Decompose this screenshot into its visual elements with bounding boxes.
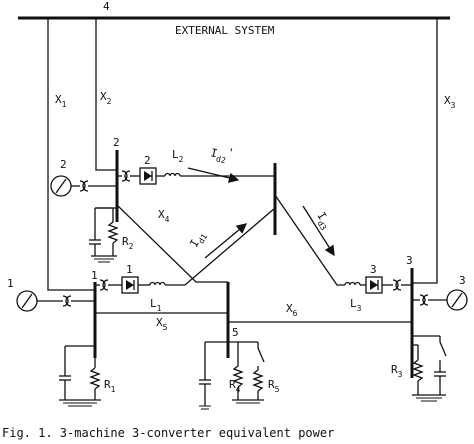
figure-caption: Fig. 1. 3-machine 3-converter equivalent… — [2, 426, 335, 440]
resistor-r2-icon — [107, 221, 119, 244]
impedance-x3-label: X3 — [444, 94, 456, 110]
resistor-r2-label: R2 — [122, 235, 134, 251]
transformer-g2-icon — [79, 180, 89, 192]
line-x3 — [412, 18, 438, 284]
bus-5-label: 5 — [232, 326, 239, 339]
generator-2-label: 2 — [60, 158, 67, 171]
resistor-r3-label: R3 — [391, 363, 403, 379]
resistor-r3-icon — [412, 359, 424, 382]
impedance-x5-label: X5 — [156, 316, 168, 332]
inductor-l3-icon — [344, 281, 361, 286]
inductor-l2-label: L2 — [172, 148, 184, 164]
current-id3-arrow — [302, 205, 335, 257]
inductor-l1-label: L1 — [150, 297, 162, 313]
inductor-l2-icon — [164, 172, 181, 177]
resistor-r1-label: R1 — [104, 378, 116, 394]
generator-3-label: 3 — [459, 274, 466, 287]
resistor-r5-icon — [252, 369, 264, 392]
current-id1-label: Id1 — [187, 229, 209, 251]
bus-4-label: 4 — [103, 0, 110, 13]
impedance-x6-label: X6 — [286, 302, 298, 318]
transformer-g1-icon — [62, 295, 72, 307]
line-dc-3 — [274, 194, 345, 286]
line-x1 — [47, 18, 95, 291]
line-x4 — [116, 204, 228, 283]
line-dc-1 — [165, 207, 276, 286]
resistor-r1-icon — [89, 367, 101, 390]
bus-2-label: 2 — [113, 136, 120, 149]
current-id1-arrow — [204, 223, 248, 259]
bus-1-label: 1 — [91, 269, 98, 282]
current-id2-arrow — [187, 167, 240, 183]
transformer-c1-icon — [99, 279, 109, 291]
current-id2-label: Id2' — [209, 142, 236, 166]
impedance-x1-label: X1 — [55, 93, 67, 109]
line-x2 — [95, 18, 117, 171]
transformer-c3-icon — [392, 279, 402, 291]
generator-1-label: 1 — [7, 277, 14, 290]
impedance-x4-label: X4 — [158, 208, 170, 224]
converter-1-label: 1 — [126, 263, 133, 276]
converter-3-label: 3 — [370, 263, 377, 276]
transformer-g3-icon — [419, 294, 429, 306]
generator-3-icon — [446, 289, 468, 311]
resistor-r5-label: R5 — [268, 378, 280, 394]
resistor-r4-icon — [232, 365, 244, 388]
impedance-x2-label: X2 — [100, 90, 112, 106]
bus-3-label: 3 — [406, 254, 413, 267]
converter-2-label: 2 — [144, 154, 151, 167]
transformer-c2-icon — [121, 170, 131, 182]
external-system-title: EXTERNAL SYSTEM — [175, 24, 275, 37]
resistor-r4-label: R4 — [229, 378, 241, 394]
current-id3-label: Id3 — [312, 210, 334, 232]
inductor-l3-label: L3 — [350, 297, 362, 313]
inductor-l1-icon — [149, 281, 166, 286]
